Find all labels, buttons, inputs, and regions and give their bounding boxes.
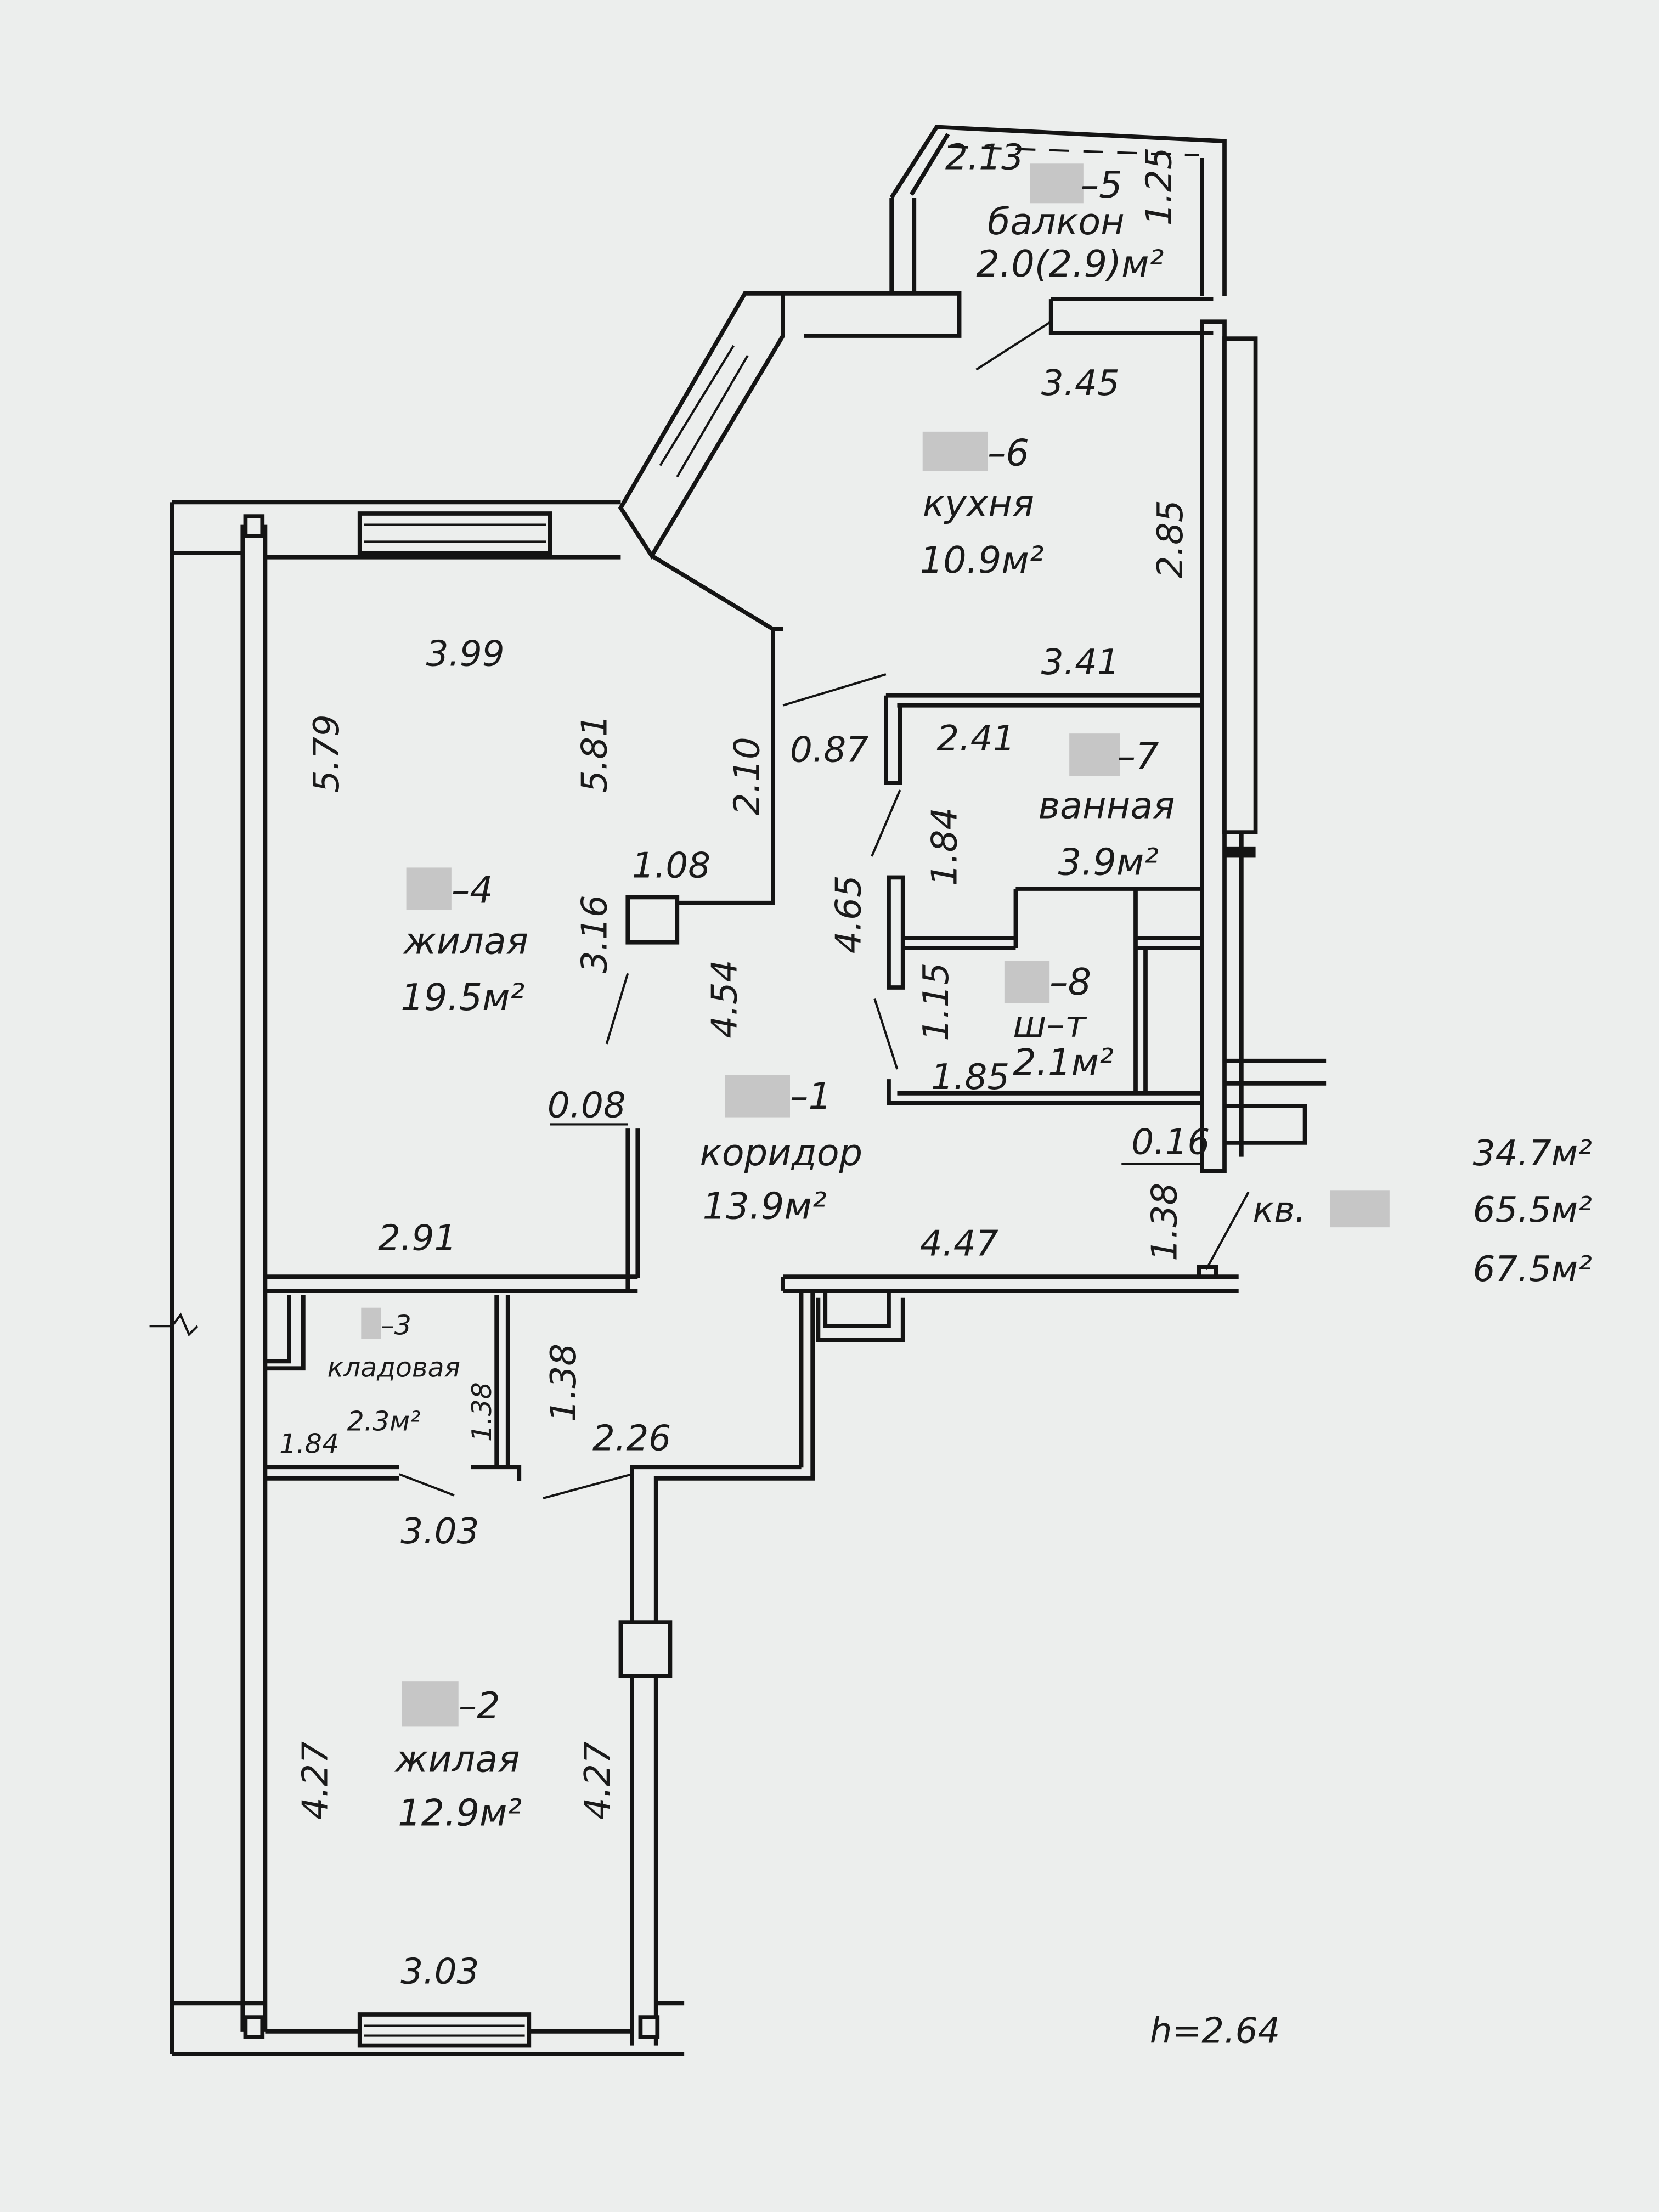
dim: 3.03 — [400, 1511, 479, 1552]
dim: 3.16 — [574, 895, 616, 973]
dim: 3.45 — [1041, 363, 1120, 404]
room-name: коридор — [699, 1131, 862, 1174]
room-number: –2 — [459, 1684, 500, 1727]
dim: 1.25 — [1138, 147, 1180, 225]
dimension-labels: 2.13 1.25 3.45 2.85 3.41 3.99 5.79 5.81 … — [279, 137, 1210, 1993]
room-6-label: –6 кухня 10.9м² — [920, 432, 1044, 582]
room-number: –5 — [1081, 163, 1122, 206]
room-area: 2.3м² — [347, 1406, 421, 1437]
room-number: –8 — [1049, 961, 1091, 1003]
window-room2 — [357, 2012, 532, 2048]
room-5-label: –5 балкон 2.0(2.9)м² — [976, 163, 1164, 285]
room-area: 2.0(2.9)м² — [976, 242, 1164, 285]
dim: 3.99 — [426, 634, 505, 675]
room-number: –6 — [988, 432, 1029, 475]
dim: 5.81 — [574, 714, 616, 793]
dim: 4.65 — [828, 875, 870, 953]
dim: 2.10 — [726, 737, 768, 815]
dim: 1.38 — [1144, 1183, 1186, 1261]
living-area: 34.7м² — [1473, 1133, 1592, 1174]
dim: 3.41 — [1041, 642, 1120, 683]
room-4-label: –4 жилая 19.5м² — [400, 869, 528, 1019]
dim: 0.08 — [548, 1085, 626, 1126]
dim: 1.08 — [632, 845, 710, 886]
room-8-label: –8 ш–т 2.1м² — [1013, 961, 1114, 1084]
dim: 1.84 — [279, 1429, 339, 1460]
room-name: ш–т — [1013, 1003, 1087, 1046]
room-3-label: –3 кладовая 2.3м² — [328, 1310, 460, 1437]
dim: 1.38 — [543, 1344, 584, 1422]
dim: 4.54 — [704, 960, 745, 1038]
room-area: 13.9м² — [703, 1185, 827, 1228]
total-area: 65.5м² — [1473, 1189, 1592, 1231]
dim: 1.85 — [931, 1057, 1009, 1098]
total-area-with-balcony: 67.5м² — [1473, 1249, 1592, 1290]
room-number: –1 — [790, 1075, 832, 1118]
room-name: жилая — [402, 919, 528, 962]
apartment-label: кв. — [1252, 1189, 1306, 1231]
room-name: жилая — [394, 1738, 520, 1781]
dim: 0.16 — [1131, 1121, 1210, 1163]
room-7-label: –7 ванная 3.9м² — [1039, 735, 1175, 883]
dim: 2.13 — [945, 137, 1024, 178]
room-name: кухня — [923, 482, 1034, 525]
dim: 1.38 — [466, 1382, 498, 1442]
dim: 5.79 — [306, 714, 347, 793]
room-number: –4 — [452, 869, 493, 912]
apartment-summary: кв. 34.7м² 65.5м² 67.5м² — [1252, 1133, 1592, 1290]
room-number: –7 — [1118, 735, 1159, 777]
dim: 2.26 — [592, 1418, 671, 1459]
room-name: кладовая — [328, 1352, 460, 1384]
dim: 1.84 — [924, 808, 965, 886]
room-area: 19.5м² — [400, 976, 524, 1019]
room-1-label: –1 коридор 13.9м² — [699, 1075, 862, 1228]
room-area: 3.9м² — [1058, 840, 1159, 883]
dim: 4.27 — [577, 1741, 618, 1820]
dim: 2.41 — [936, 718, 1015, 759]
room-area: 10.9м² — [920, 539, 1044, 582]
ceiling-height: h=2.64 — [1150, 2010, 1280, 2051]
room-name: балкон — [988, 200, 1125, 243]
window-room4 — [357, 511, 552, 555]
dim: 1.15 — [916, 963, 957, 1041]
dim: 3.03 — [400, 1951, 479, 1992]
dim: 0.87 — [790, 730, 868, 771]
walls — [149, 125, 1327, 2056]
room-area: 12.9м² — [398, 1791, 522, 1834]
room-name: ванная — [1039, 784, 1175, 827]
dim: 4.47 — [920, 1223, 998, 1265]
dim: 2.85 — [1150, 500, 1191, 578]
redactions — [361, 163, 1390, 1727]
room-number: –3 — [381, 1310, 411, 1341]
dim: 4.27 — [295, 1741, 336, 1820]
dim: 2.91 — [378, 1217, 456, 1259]
room-area: 2.1м² — [1013, 1041, 1114, 1084]
room-2-label: –2 жилая 12.9м² — [394, 1684, 522, 1834]
